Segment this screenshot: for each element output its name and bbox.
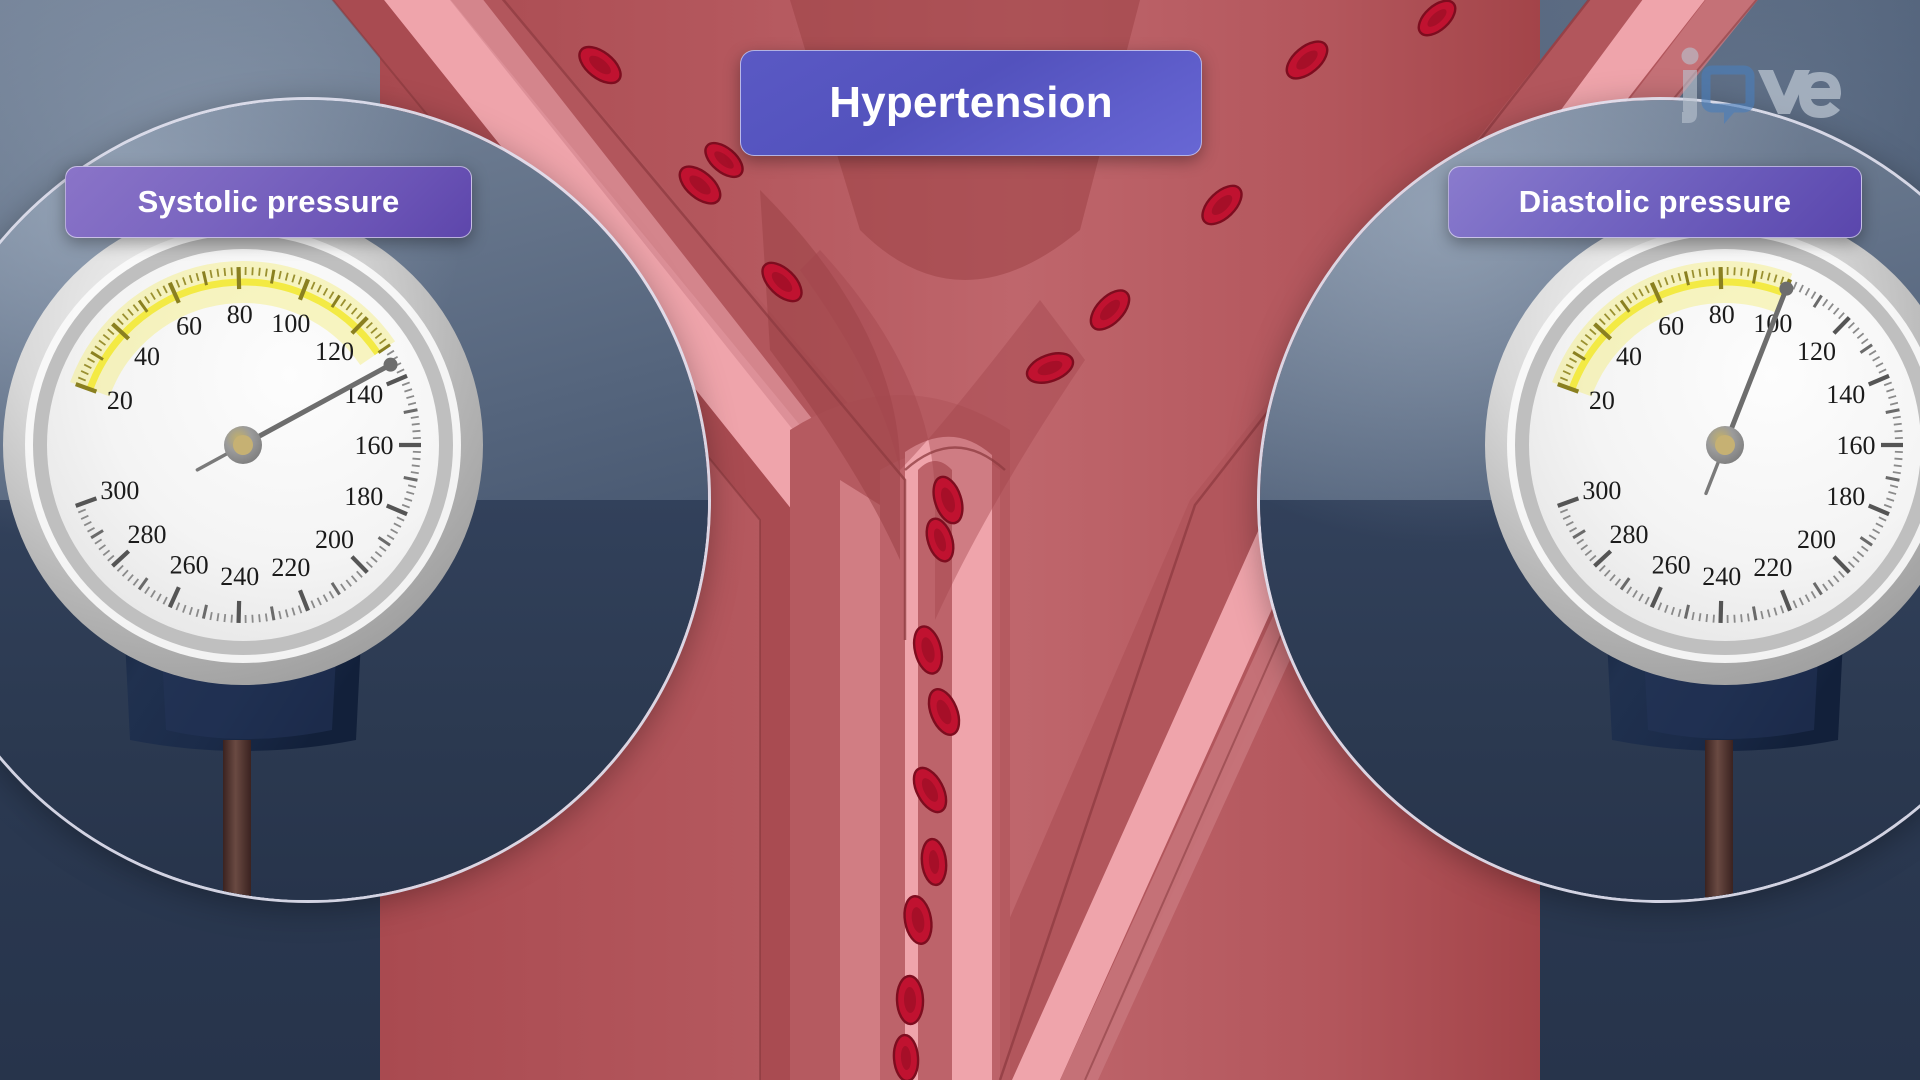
gauge-yellow-zone-left [70,261,396,397]
gauge-tick-label: 60 [1658,312,1684,341]
gauge-tick-label: 300 [1582,476,1621,505]
gauge-needle-left [195,357,398,472]
jove-logo-j-dot [1681,47,1699,65]
gauge-needle-right [1704,281,1794,496]
gauge-tick-label: 260 [1652,550,1691,579]
gauge-ticks-left [75,267,421,623]
gauge-tick-label: 140 [1826,380,1865,409]
systolic-pressure-label: Systolic pressure [65,166,472,238]
gauge-tick-label: 40 [134,342,160,371]
gauge-tick-label: 60 [176,312,202,341]
gauge-tick-label: 260 [170,550,209,579]
gauge-tick-label: 20 [107,386,133,415]
gauge-tick-label: 100 [271,309,310,338]
page-title: Hypertension [740,50,1202,156]
gauge-tick-label: 180 [1826,482,1865,511]
gauge-tick-label: 200 [1797,525,1836,554]
gauge-tick-label: 240 [220,562,259,591]
gauge-tick-label: 80 [227,300,253,329]
jove-logo [1681,47,1841,124]
jove-logo-speech-bubble [1701,65,1755,124]
diastolic-gauge: 2040608010012014016018020022024026028030… [1485,205,1920,900]
gauge-numerals-right: 2040608010012014016018020022024026028030… [1582,300,1875,591]
gauge-tick-label: 200 [315,525,354,554]
gauge-tick-label: 240 [1702,562,1741,591]
gauge-tick-label: 280 [127,520,166,549]
gauge-tick-label: 220 [1753,553,1792,582]
gauge-tick-label: 160 [1837,431,1876,460]
gauge-tick-label: 120 [315,337,354,366]
gauge-tick-label: 160 [355,431,394,460]
gauge-tick-label: 20 [1589,386,1615,415]
diastolic-pressure-label: Diastolic pressure [1448,166,1862,238]
gauge-tick-label: 300 [100,476,139,505]
gauge-tick-label: 120 [1797,337,1836,366]
gauge-tick-label: 280 [1609,520,1648,549]
diastolic-lens-circle: 2040608010012014016018020022024026028030… [1260,100,1920,900]
gauge-tick-label: 180 [344,482,383,511]
gauge-tick-label: 220 [271,553,310,582]
gauge-tick-label: 40 [1616,342,1642,371]
gauge-tick-label: 80 [1709,300,1735,329]
